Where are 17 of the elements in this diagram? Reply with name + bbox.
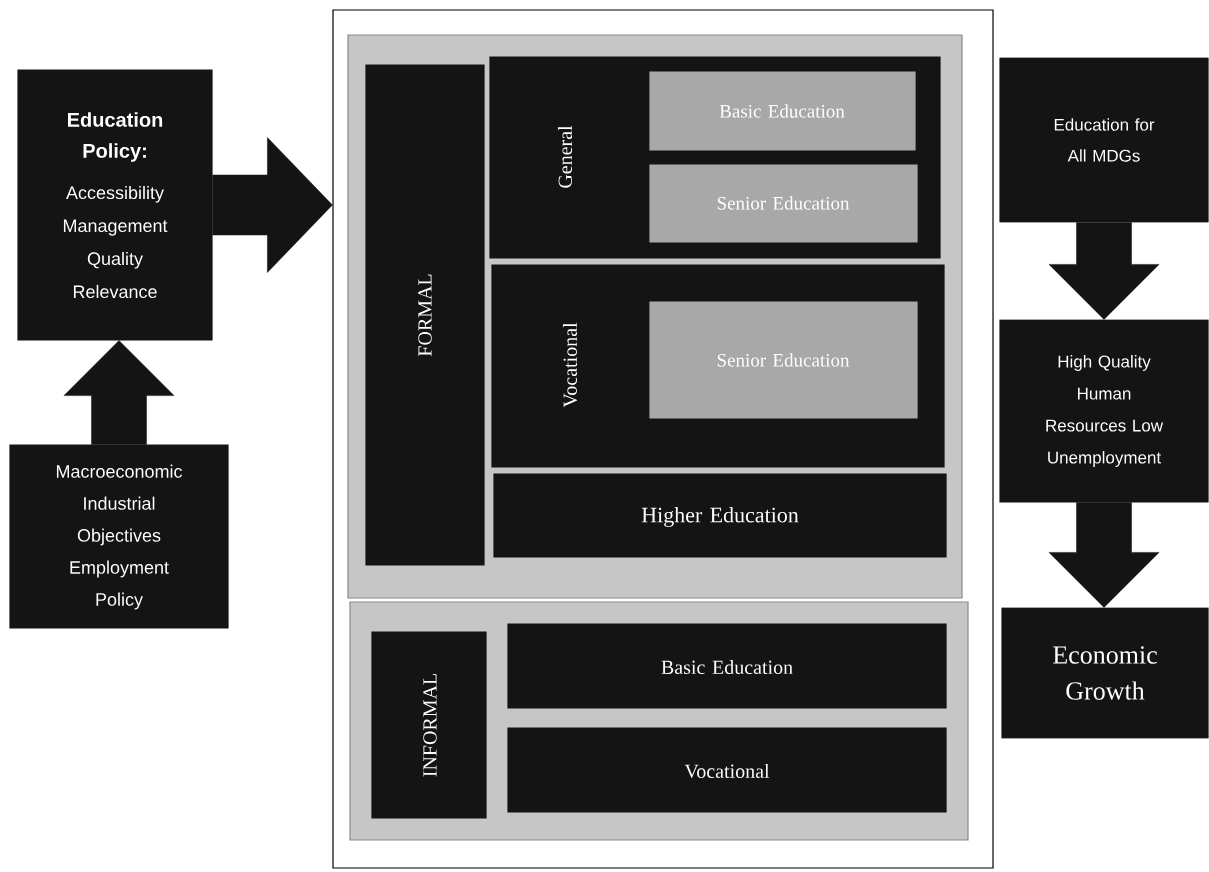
- outcome-box: High Quality Human Resources Low Unemployment: [999, 319, 1209, 503]
- level-box: Vocational: [507, 727, 947, 813]
- outcome-box: Economic Growth: [1001, 607, 1209, 739]
- block-arrow: [63, 340, 175, 445]
- block-arrow: [1048, 222, 1160, 320]
- goal-box: Education for All MDGs: [999, 57, 1209, 223]
- block-arrow: [212, 137, 333, 273]
- level-box: Senior Education: [649, 301, 918, 419]
- block-arrow: [1048, 502, 1160, 608]
- category-box: FORMAL: [365, 64, 485, 566]
- level-box: Higher Education: [493, 473, 947, 558]
- category-box: INFORMAL: [371, 631, 487, 819]
- factor-box: Macroeconomic Industrial Objectives Employment Policy: [9, 444, 229, 629]
- level-box: Basic Education: [649, 71, 916, 151]
- level-box: Basic Education: [507, 623, 947, 709]
- level-box: Senior Education: [649, 164, 918, 243]
- policy-box: Education Policy: Accessibility Management Quality Relevance: [17, 69, 213, 341]
